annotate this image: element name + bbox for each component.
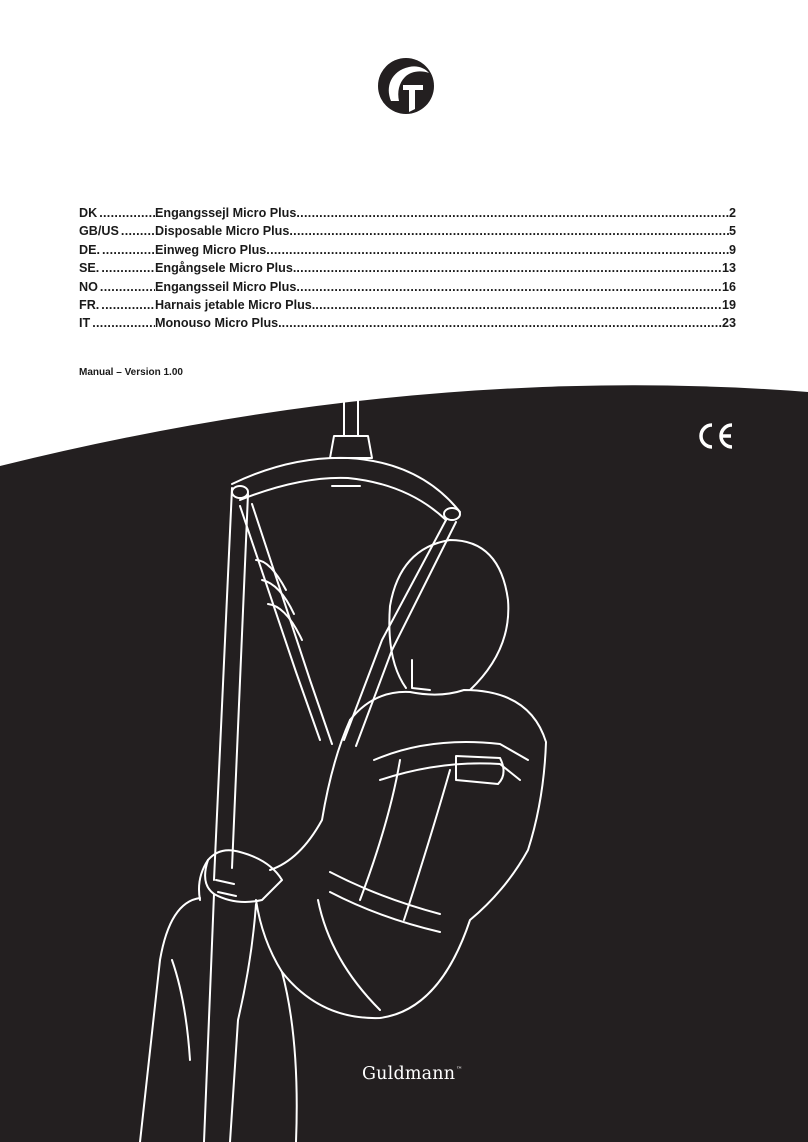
toc-title: Engångsele Micro Plus.: [155, 261, 297, 276]
toc-leader-dots: ....................: [92, 316, 155, 331]
toc-entry: GB/US....................Disposable Micr…: [79, 222, 736, 240]
toc-leader-dots: ....................: [120, 224, 155, 239]
toc-leader-dots: ........................................…: [289, 224, 729, 239]
toc-leader-dots: ....................: [99, 279, 155, 294]
toc-language-code: DK: [79, 206, 98, 220]
toc-title: Monouso Micro Plus.: [155, 316, 282, 331]
toc-language-code: FR.: [79, 297, 100, 312]
toc-title: Harnais jetable Micro Plus.: [155, 297, 316, 312]
toc-entry: FR.....................Harnais jetable M…: [79, 296, 736, 314]
toc-leader-dots: ........................................…: [296, 261, 722, 276]
toc-leader-dots: ........................................…: [296, 206, 729, 220]
toc-page-number: 13: [721, 261, 736, 276]
toc-leader-dots: ....................: [101, 297, 155, 312]
toc-page-number: 16: [721, 279, 736, 294]
toc-page-number: 9: [728, 242, 736, 257]
brand-name: Guldmann: [362, 1064, 456, 1084]
toc-leader-dots: ....................: [99, 206, 155, 220]
toc-entry: NO....................Engangsseil Micro …: [79, 278, 736, 296]
toc-language-code: SE.: [79, 261, 100, 276]
toc-leader-dots: ........................................…: [315, 297, 722, 312]
guldmann-logo-icon: [378, 58, 434, 114]
toc-entry: SE.....................Engångsele Micro …: [79, 259, 736, 277]
toc-language-code: NO: [79, 279, 98, 294]
toc-page-number: 23: [721, 316, 736, 331]
toc-page-number: 19: [721, 297, 736, 312]
toc-leader-dots: ........................................…: [296, 279, 722, 294]
toc-leader-dots: ........................................…: [281, 316, 722, 331]
toc-entry: DK....................Engangssejl Micro …: [79, 204, 736, 222]
toc-leader-dots: ....................: [102, 242, 155, 257]
toc-title: Engangsseil Micro Plus: [155, 279, 297, 294]
table-of-contents: DK....................Engangssejl Micro …: [79, 204, 736, 333]
toc-entry: DE.....................Einweg Micro Plus…: [79, 241, 736, 259]
manual-version: Manual – Version 1.00: [79, 367, 183, 378]
toc-title: Engangssejl Micro Plus: [155, 206, 297, 220]
toc-page-number: 5: [728, 224, 736, 239]
hoist-and-sling-lineart: [139, 391, 547, 1142]
trademark-symbol: ™: [456, 1066, 463, 1073]
toc-language-code: GB/US: [79, 224, 119, 239]
toc-page-number: 2: [728, 206, 736, 220]
toc-title: Einweg Micro Plus: [155, 242, 267, 257]
toc-leader-dots: ........................................…: [266, 242, 729, 257]
toc-leader-dots: ....................: [101, 261, 155, 276]
toc-language-code: DE.: [79, 242, 100, 257]
guldmann-wordmark: Guldmann™: [362, 1064, 462, 1084]
toc-language-code: IT: [79, 316, 91, 331]
ce-mark-icon: [699, 423, 733, 449]
toc-title: Disposable Micro Plus: [155, 224, 290, 239]
toc-entry: IT....................Monouso Micro Plus…: [79, 314, 736, 332]
